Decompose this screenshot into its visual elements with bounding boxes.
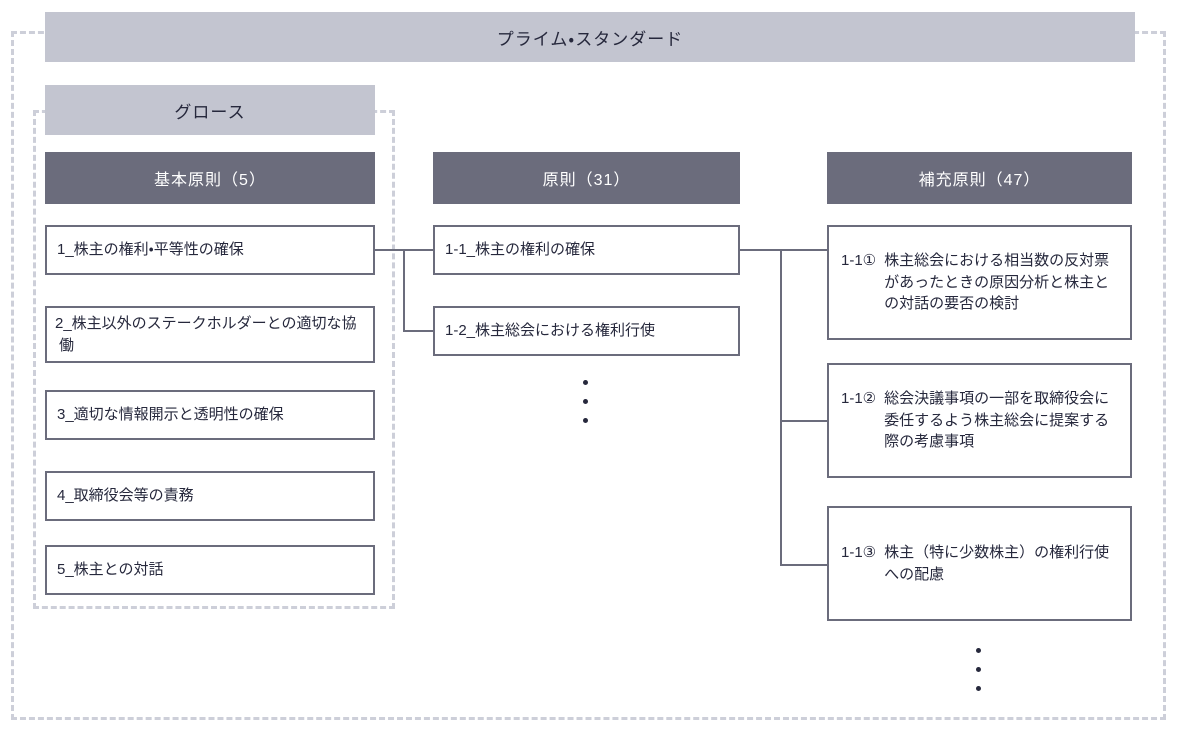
supplementary-principle-box-1-1-3[interactable]: 1-1③ 株主（特に少数株主）の権利行使への配慮: [827, 506, 1132, 621]
supplementary-principle-box-1-1-1[interactable]: 1-1① 株主総会における相当数の反対票があったときの原因分析と株主との対話の要…: [827, 225, 1132, 340]
connector-c2-branch-1: [780, 249, 827, 251]
column-header-label: 補充原則（47）: [918, 172, 1041, 189]
connector-c1-out: [375, 249, 405, 251]
principle-box-1-1[interactable]: 1-1_株主の権利の確保: [433, 225, 740, 275]
connector-c2-branch-2: [780, 420, 827, 422]
column-header-label: 原則（31）: [542, 172, 631, 189]
supplementary-principle-box-1-1-2[interactable]: 1-1② 総会決議事項の一部を取締役会に委任するよう株主総会に提案する際の考慮事…: [827, 363, 1132, 478]
supplementary-principle-body: 株主総会における相当数の反対票があったときの原因分析と株主との対話の要否の検討: [884, 251, 1110, 313]
connector-c2-branch-3: [780, 564, 827, 566]
ellipsis-dot: [583, 399, 588, 404]
basic-principle-label: 3_適切な情報開示と透明性の確保: [57, 406, 284, 424]
supplementary-principle-number: 1-1②: [841, 389, 877, 407]
supplementary-principle-number: 1-1③: [841, 543, 877, 561]
basic-principle-label: 2_株主以外のステークホルダーとの適切な協働: [55, 314, 357, 354]
connector-c1-trunk: [403, 249, 405, 332]
basic-principle-box-2[interactable]: 2_株主以外のステークホルダーとの適切な協働: [45, 306, 375, 363]
principle-label: 1-1_株主の権利の確保: [445, 241, 596, 259]
connector-c2-out: [740, 249, 782, 251]
column-header-basic-principles: 基本原則（5）: [45, 152, 375, 204]
ellipsis-dot: [976, 648, 981, 653]
connector-c1-branch-1-1: [403, 249, 433, 251]
basic-principle-label: 5_株主との対話: [57, 561, 164, 579]
principles-ellipsis: [583, 380, 588, 423]
principle-label: 1-2_株主総会における権利行使: [445, 322, 656, 340]
connector-c1-branch-1-2: [403, 330, 433, 332]
principle-box-1-2[interactable]: 1-2_株主総会における権利行使: [433, 306, 740, 356]
connector-c2-trunk: [780, 249, 782, 566]
supplementary-principles-ellipsis: [976, 648, 981, 691]
supplementary-principle-number: 1-1①: [841, 251, 877, 269]
basic-principle-box-3[interactable]: 3_適切な情報開示と透明性の確保: [45, 390, 375, 440]
basic-principle-box-5[interactable]: 5_株主との対話: [45, 545, 375, 595]
ellipsis-dot: [976, 686, 981, 691]
basic-principle-label: 1_株主の権利・平等性の確保: [57, 241, 244, 259]
ellipsis-dot: [583, 380, 588, 385]
column-header-principles: 原則（31）: [433, 152, 740, 204]
basic-principle-label: 4_取締役会等の責務: [57, 487, 194, 505]
prime-standard-label: プライム・スタンダード: [496, 29, 684, 49]
supplementary-principle-body: 総会決議事項の一部を取締役会に委任するよう株主総会に提案する際の考慮事項: [884, 389, 1110, 451]
prime-standard-title-bar: プライム・スタンダード: [45, 12, 1135, 62]
growth-label: グロース: [174, 102, 246, 122]
column-header-label: 基本原則（5）: [154, 172, 266, 189]
ellipsis-dot: [583, 418, 588, 423]
ellipsis-dot: [976, 667, 981, 672]
column-header-supplementary-principles: 補充原則（47）: [827, 152, 1132, 204]
growth-title-bar: グロース: [45, 85, 375, 135]
basic-principle-box-4[interactable]: 4_取締役会等の責務: [45, 471, 375, 521]
basic-principle-box-1[interactable]: 1_株主の権利・平等性の確保: [45, 225, 375, 275]
supplementary-principle-body: 株主（特に少数株主）の権利行使への配慮: [884, 543, 1110, 583]
